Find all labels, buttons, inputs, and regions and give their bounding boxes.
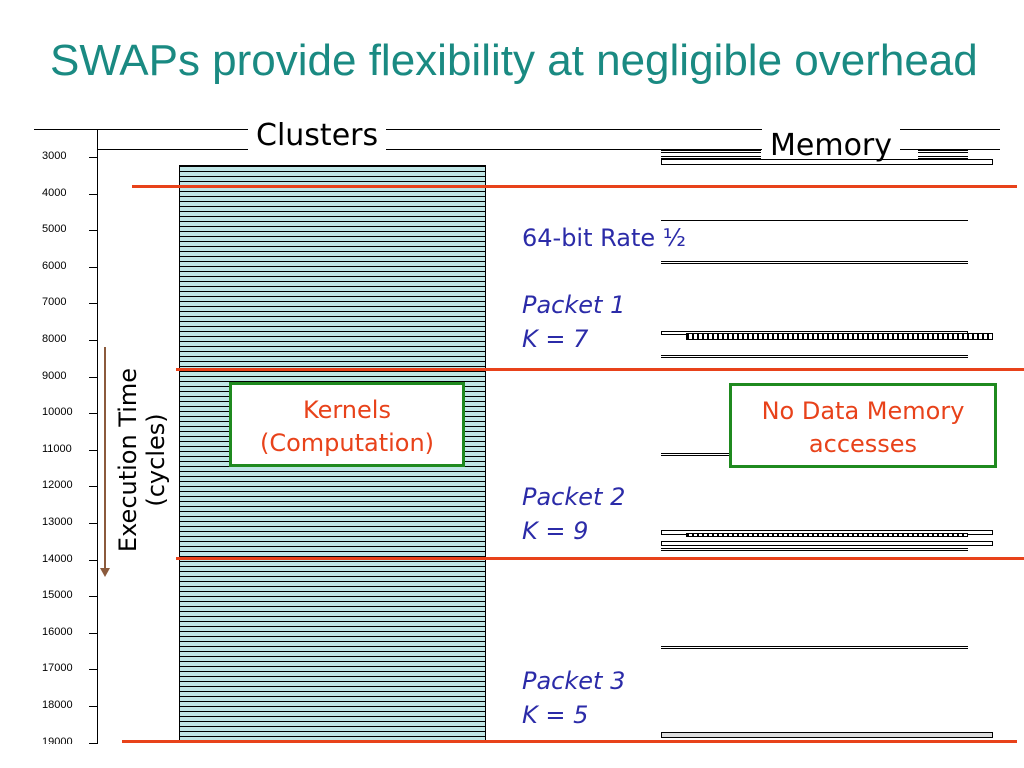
packet3-label: Packet 3 xyxy=(522,667,626,695)
y-axis-tick-mark xyxy=(89,706,97,707)
y-axis-tick-label: 3000 xyxy=(42,150,67,162)
no-memory-callout: No Data Memory accesses xyxy=(729,383,997,468)
memory-access xyxy=(661,541,993,546)
y-axis-tick-mark xyxy=(89,157,97,158)
y-axis-label-line2: (cycles) xyxy=(142,413,170,507)
y-axis-tick-label: 4000 xyxy=(42,187,67,199)
packet2-k: K = 9 xyxy=(522,517,589,545)
memory-access xyxy=(918,150,968,153)
y-axis-label-line1: Execution Time xyxy=(114,367,142,553)
y-axis-tick-label: 16000 xyxy=(42,626,73,638)
y-axis-tick-mark xyxy=(89,450,97,451)
y-axis-tick-label: 19000 xyxy=(42,736,73,744)
kernels-callout: Kernels (Computation) xyxy=(229,382,465,467)
y-axis-tick-mark xyxy=(89,596,97,597)
y-axis-tick-label: 18000 xyxy=(42,699,73,711)
y-axis-tick-mark xyxy=(89,194,97,195)
time-arrow xyxy=(104,347,106,569)
y-axis-tick-mark xyxy=(89,267,97,268)
y-axis-tick-label: 6000 xyxy=(42,260,67,272)
packet-boundary-2 xyxy=(176,368,1024,371)
y-axis-tick-label: 15000 xyxy=(42,589,73,601)
packet2-label: Packet 2 xyxy=(522,483,626,511)
y-axis-tick-label: 12000 xyxy=(42,479,73,491)
memory-access xyxy=(918,156,968,159)
y-axis-tick-mark xyxy=(89,743,97,744)
y-axis-tick-mark xyxy=(89,230,97,231)
memory-header-line-right xyxy=(918,129,1000,130)
y-axis-tick-label: 10000 xyxy=(42,406,73,418)
memory-access xyxy=(686,533,968,537)
y-axis-tick-label: 13000 xyxy=(42,516,73,528)
y-axis-tick-mark xyxy=(89,303,97,304)
kernels-callout-line2: (Computation) xyxy=(259,429,435,457)
memory-access xyxy=(661,156,761,159)
y-axis-tick-mark xyxy=(89,377,97,378)
memory-header: Memory xyxy=(762,128,901,163)
y-axis-tick-mark xyxy=(89,669,97,670)
y-axis-tick-label: 7000 xyxy=(42,296,67,308)
y-axis-tick-mark xyxy=(89,560,97,561)
packet1-k: K = 7 xyxy=(522,325,589,353)
y-axis-tick-mark xyxy=(89,413,97,414)
memory-access xyxy=(661,220,968,221)
y-axis-label: Execution Time (cycles) xyxy=(114,360,170,560)
memory-access xyxy=(661,732,993,738)
packet-boundary-4 xyxy=(122,740,1017,743)
header-baseline xyxy=(97,149,1000,150)
y-axis-tick-mark xyxy=(89,340,97,341)
memory-access xyxy=(661,453,731,456)
y-axis-tick-label: 8000 xyxy=(42,333,67,345)
memory-access xyxy=(661,548,968,551)
memory-access xyxy=(661,261,968,264)
memory-access xyxy=(661,646,968,649)
y-axis-tick-label: 17000 xyxy=(42,662,73,674)
packet3-k: K = 5 xyxy=(522,701,589,729)
kernels-callout-line1: Kernels xyxy=(303,396,391,424)
memory-access xyxy=(661,150,761,153)
y-axis-tick-mark xyxy=(89,523,97,524)
page-title: SWAPs provide flexibility at negligible … xyxy=(50,36,978,85)
rate-label: 64-bit Rate ½ xyxy=(522,224,687,252)
packet1-label: Packet 1 xyxy=(522,291,626,319)
y-axis-tick-label: 14000 xyxy=(42,553,73,565)
memory-header-line-left xyxy=(408,129,760,130)
y-axis-tick-mark xyxy=(89,633,97,634)
axis-line xyxy=(97,129,98,744)
packet-boundary-1 xyxy=(132,185,1017,188)
clusters-header: Clusters xyxy=(248,118,387,153)
memory-access xyxy=(661,355,968,358)
no-memory-callout-line2: accesses xyxy=(808,430,918,458)
y-axis-tick-label: 5000 xyxy=(42,223,67,235)
y-axis-tick-mark xyxy=(89,486,97,487)
memory-access xyxy=(686,333,993,340)
memory-access xyxy=(661,159,993,165)
packet-boundary-3 xyxy=(176,557,1024,560)
y-axis-tick-label: 11000 xyxy=(42,443,72,455)
y-axis-tick-label: 9000 xyxy=(42,370,67,382)
no-memory-callout-line1: No Data Memory xyxy=(761,397,965,425)
time-arrow-head xyxy=(100,568,110,577)
